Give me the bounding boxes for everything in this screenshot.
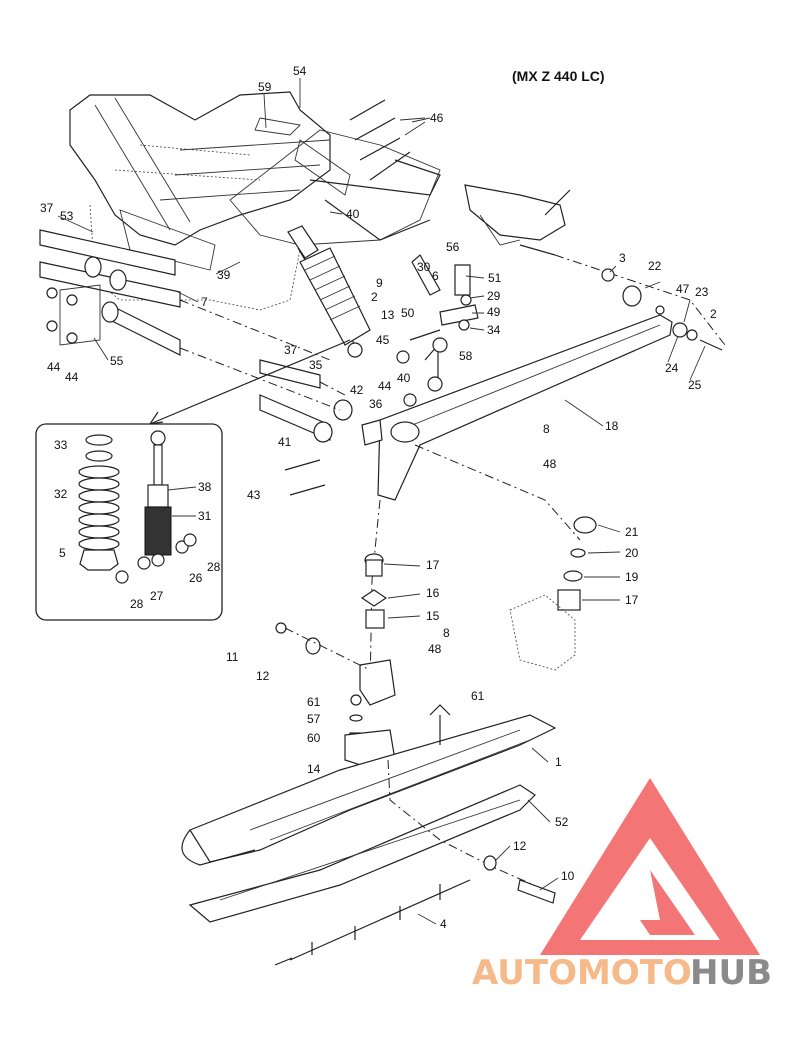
cross-shafts [39,229,353,443]
callout-7: 7 [201,295,208,309]
callout-15: 15 [426,609,440,623]
callout-32: 32 [54,487,68,501]
callout-2a: 2 [371,290,378,304]
callout-44b: 44 [65,370,79,384]
callout-8b: 8 [443,626,450,640]
callout-22: 22 [648,259,662,273]
ski-assembly [181,704,557,966]
callout-27: 27 [150,589,164,603]
callout-44a: 44 [47,360,61,374]
diagram-title: (MX Z 440 LC) [512,68,605,84]
callout-55: 55 [110,354,124,368]
callout-54: 54 [293,64,307,78]
callout-17a: 17 [426,558,440,572]
callout-61a: 61 [307,695,321,709]
callout-59: 59 [258,80,272,94]
callout-31: 31 [198,509,212,523]
callout-14: 14 [307,762,321,776]
callout-28a: 28 [207,560,221,574]
callout-41: 41 [278,435,292,449]
callout-38: 38 [198,480,212,494]
coil-spring [78,434,120,551]
callout-25: 25 [688,378,702,392]
callout-58: 58 [459,349,473,363]
shock-body-detail [144,430,172,567]
callout-48a: 48 [543,457,557,471]
callout-34: 34 [487,323,501,337]
callout-21: 21 [625,525,639,539]
callout-20: 20 [625,546,639,560]
spindle-housing-right [509,516,597,671]
detail-inset [35,339,351,621]
callout-35: 35 [309,358,323,372]
callout-1: 1 [555,755,562,769]
callout-44c: 44 [378,379,392,393]
callout-19: 19 [625,570,639,584]
callout-40b: 40 [397,371,411,385]
callout-47: 47 [676,282,690,296]
callout-45: 45 [376,333,390,347]
callout-12a: 12 [256,669,270,683]
bolts-46 [349,99,426,181]
shock-absorber [287,225,371,358]
callout-12b: 12 [513,839,527,853]
callout-56: 56 [446,240,460,254]
steering-linkage [396,184,726,407]
callout-23: 23 [695,285,709,299]
callout-52: 52 [555,815,569,829]
callout-49: 49 [487,305,501,319]
callout-16: 16 [426,586,440,600]
callout-29: 29 [487,289,501,303]
callout-labels: 54 59 46 40 37 53 39 7 44 44 55 56 30 51… [40,64,717,931]
callout-37b: 37 [284,343,298,357]
callout-6: 6 [432,269,439,283]
spring-adjuster [79,549,119,571]
callout-13: 13 [381,308,395,322]
watermark-logo: AUTOMOTO HUB [472,778,772,993]
callout-50: 50 [401,306,415,320]
callout-3: 3 [619,251,626,265]
watermark-text-automoto: AUTOMOTO [472,953,692,993]
callout-8a: 8 [543,422,550,436]
frame-assembly [69,91,441,311]
watermark-text-hub: HUB [690,953,772,993]
leader-lines [57,78,706,925]
callout-9: 9 [376,276,383,290]
callout-17b: 17 [625,593,639,607]
callout-28b: 28 [130,597,144,611]
callout-5: 5 [59,546,66,560]
callout-61b: 61 [471,689,485,703]
callout-18: 18 [605,419,619,433]
callout-37: 37 [40,201,54,215]
callout-30: 30 [417,260,431,274]
spindle-components [275,553,396,769]
callout-42: 42 [350,383,364,397]
trailing-arm [284,314,673,691]
callout-57: 57 [307,712,321,726]
watermark-triangle-mark [640,870,695,935]
callout-4: 4 [440,917,447,931]
callout-26: 26 [189,571,203,585]
callout-60: 60 [307,731,321,745]
callout-53: 53 [60,209,74,223]
callout-10: 10 [561,869,575,883]
callout-40: 40 [346,207,360,221]
callout-43: 43 [247,488,261,502]
callout-46: 46 [430,111,444,125]
watermark-triangle-inner [580,838,720,940]
callout-48b: 48 [428,642,442,656]
callout-36: 36 [369,397,383,411]
callout-51: 51 [488,271,502,285]
callout-11: 11 [226,650,239,664]
callout-24: 24 [665,361,679,375]
callout-2b: 2 [710,307,717,321]
callout-33: 33 [54,438,68,452]
